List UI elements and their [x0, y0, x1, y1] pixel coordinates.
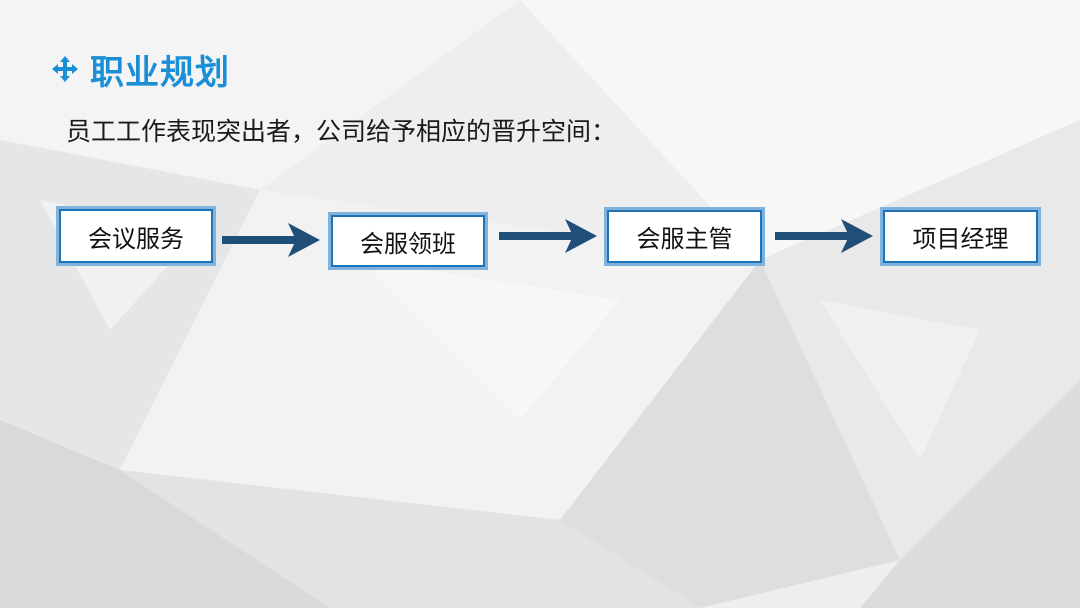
- flow-arrow-1: [222, 223, 320, 257]
- page-title: 职业规划: [90, 52, 230, 93]
- subtitle: 员工工作表现突出者，公司给予相应的晋升空间：: [66, 117, 617, 146]
- flow-step-4: 项目经理: [880, 207, 1041, 266]
- flow-arrow-3: [775, 219, 873, 253]
- four-arrow-icon: [52, 56, 78, 82]
- flow-step-2: 会服领班: [328, 212, 488, 270]
- title-row: 职业规划: [52, 46, 230, 93]
- flow-step-1: 会议服务: [56, 206, 216, 266]
- flow-step-3: 会服主管: [604, 207, 765, 266]
- flow-arrow-2: [499, 219, 597, 253]
